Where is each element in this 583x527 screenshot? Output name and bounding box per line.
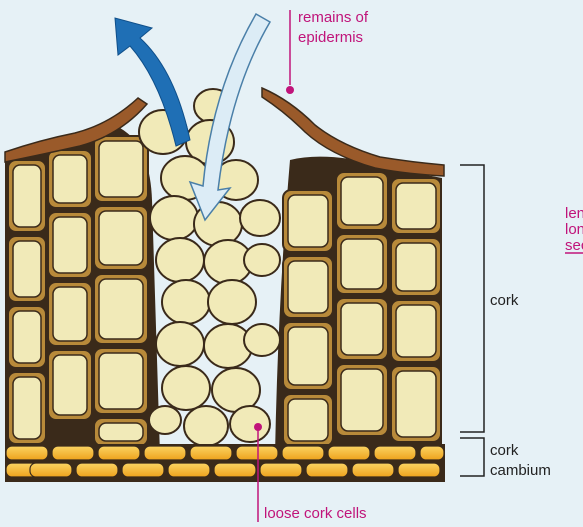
cork-cell <box>336 364 388 436</box>
cork-cell <box>283 256 333 318</box>
loose-cork-cell <box>162 280 210 324</box>
cambium-cell <box>98 446 140 460</box>
cork-cell <box>48 150 92 208</box>
lenticel-label-1: len <box>565 205 583 222</box>
cork-cell <box>8 160 46 232</box>
cork-cambium-label-2: cambium <box>490 462 551 479</box>
cambium-cell <box>214 463 256 477</box>
cork-cell <box>8 306 46 368</box>
cork-cell <box>8 372 46 444</box>
right-cork-cells <box>283 172 441 446</box>
cork-cell <box>48 350 92 420</box>
loose-cork-cell <box>240 200 280 236</box>
cork-cell <box>391 178 441 234</box>
cambium-cell <box>306 463 348 477</box>
cork-cell <box>391 238 441 296</box>
right-cork-tissue <box>275 157 442 455</box>
cork-cell <box>8 236 46 302</box>
loose-cork-cell <box>208 280 256 324</box>
cambium-cell <box>282 446 324 460</box>
cork-cell <box>283 190 333 252</box>
loose-cork-cell <box>162 366 210 410</box>
loose-cork-cell <box>184 406 228 446</box>
loose-cork-cells-label: loose cork cells <box>264 505 367 522</box>
cambium-cell <box>190 446 232 460</box>
cork-cambium-layer <box>5 444 445 482</box>
cambium-cell <box>236 446 278 460</box>
loose-cork-cell <box>230 406 270 442</box>
cambium-cell <box>30 463 72 477</box>
cork-cell <box>94 136 148 202</box>
cambium-cell <box>52 446 94 460</box>
cork-cell <box>94 418 148 446</box>
cambium-cell <box>6 446 48 460</box>
cambium-cell <box>420 446 444 460</box>
left-cork-cells <box>8 136 148 446</box>
loose-cork-cell <box>156 238 204 282</box>
cambium-cell <box>374 446 416 460</box>
cork-cell <box>336 298 388 360</box>
loose-cork-cell <box>156 322 204 366</box>
lenticel-label-2: lon <box>565 221 583 238</box>
cambium-cell <box>122 463 164 477</box>
cambium-cell <box>328 446 370 460</box>
cork-cell <box>283 322 333 390</box>
loose-cork-cell <box>149 406 181 434</box>
cork-cell <box>336 172 388 230</box>
loose-cork-cell <box>244 244 280 276</box>
cambium-cell <box>398 463 440 477</box>
cork-cell <box>391 300 441 362</box>
cork-cell <box>283 394 333 446</box>
lenticel-label-3: sec <box>565 237 583 254</box>
cork-cell <box>94 274 148 344</box>
cambium-cell <box>260 463 302 477</box>
cambium-cell <box>168 463 210 477</box>
loose-cork-cell <box>150 196 198 240</box>
cork-cell <box>94 348 148 414</box>
cork-cell <box>48 212 92 278</box>
cork-cambium-label-1: cork <box>490 442 519 459</box>
remains-label-1: remains of <box>298 9 369 26</box>
cork-cell <box>94 206 148 270</box>
cork-cell <box>391 366 441 442</box>
cambium-cell <box>76 463 118 477</box>
cork-cell <box>48 282 92 346</box>
cambium-cell <box>352 463 394 477</box>
left-cork-tissue <box>5 128 160 455</box>
cork-bracket <box>460 165 484 476</box>
cork-label: cork <box>490 292 519 309</box>
cambium-cell <box>144 446 186 460</box>
remains-label-2: epidermis <box>298 29 363 46</box>
loose-cork-cell <box>244 324 280 356</box>
cork-cell <box>336 234 388 294</box>
